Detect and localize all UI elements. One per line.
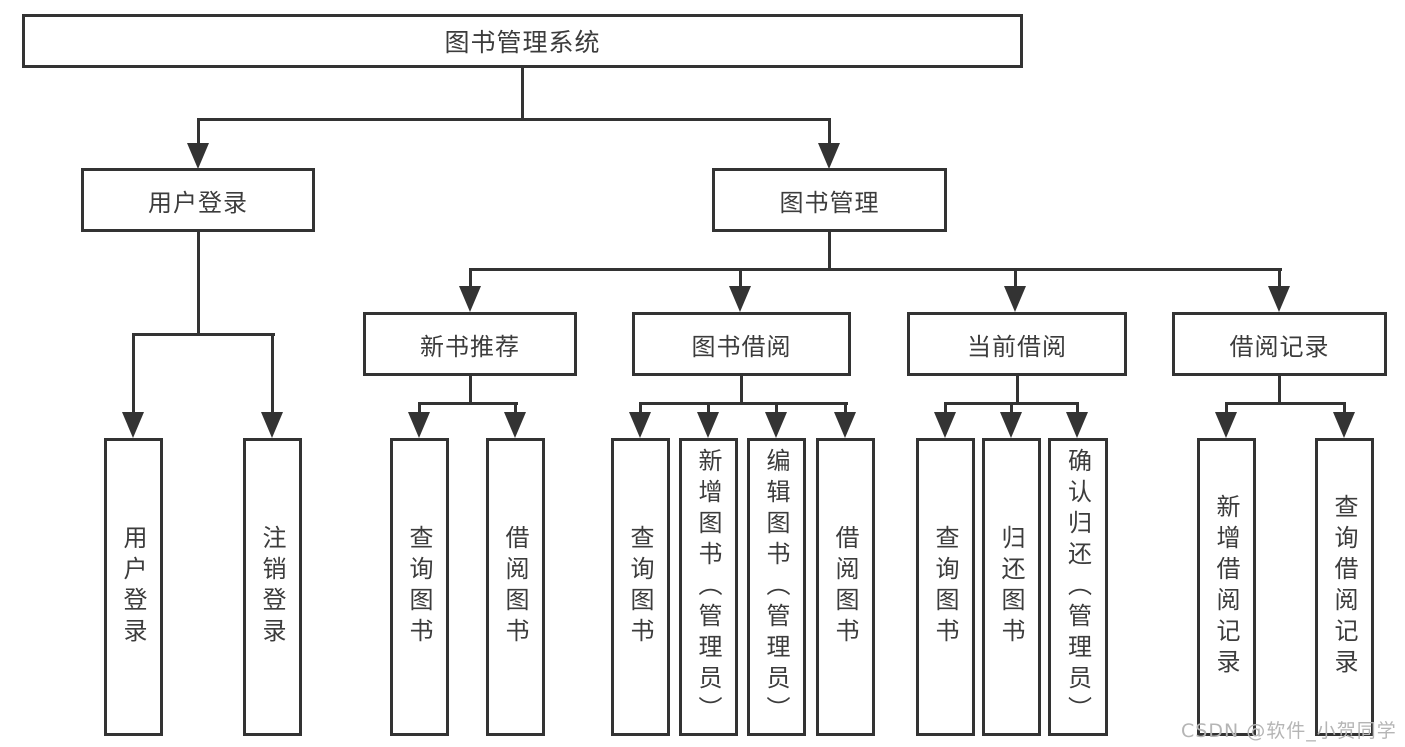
connector-line bbox=[639, 405, 642, 414]
leaf-label: 注销登录 bbox=[258, 525, 286, 649]
connector-line bbox=[197, 232, 200, 336]
connector-line bbox=[944, 405, 947, 414]
leaf-label: 用户登录 bbox=[119, 525, 147, 649]
leaf-confirm-return-admin: 确认归还（管理员） bbox=[1048, 438, 1108, 736]
leaf-query-books-current: 查询图书 bbox=[916, 438, 975, 736]
connector-line bbox=[1016, 376, 1019, 404]
leaf-add-borrowing-record: 新增借阅记录 bbox=[1197, 438, 1256, 736]
connector-line bbox=[639, 402, 848, 405]
arrowhead-icon bbox=[261, 412, 283, 438]
node-book-management: 图书管理 bbox=[712, 168, 947, 232]
connector-line bbox=[1010, 405, 1013, 414]
arrowhead-icon bbox=[1333, 412, 1355, 438]
leaf-edit-books-admin: 编辑图书（管理员） bbox=[747, 438, 806, 736]
connector-line bbox=[418, 405, 421, 414]
arrowhead-icon bbox=[1268, 286, 1290, 312]
leaf-user-login: 用户登录 bbox=[104, 438, 163, 736]
connector-line bbox=[707, 405, 710, 414]
arrowhead-icon bbox=[504, 412, 526, 438]
leaf-return-books: 归还图书 bbox=[982, 438, 1041, 736]
leaf-label: 查询图书 bbox=[405, 525, 433, 649]
connector-line bbox=[514, 405, 517, 414]
arrowhead-icon bbox=[629, 412, 651, 438]
arrowhead-icon bbox=[765, 412, 787, 438]
leaf-label: 借阅图书 bbox=[831, 525, 859, 649]
arrowhead-icon bbox=[187, 143, 209, 169]
connector-line bbox=[418, 402, 518, 405]
leaf-query-books-recommend: 查询图书 bbox=[390, 438, 449, 736]
csdn-watermark: CSDN @软件_小贺同学 bbox=[1181, 720, 1397, 742]
connector-line bbox=[740, 376, 743, 404]
connector-line bbox=[197, 121, 200, 146]
leaf-label: 查询图书 bbox=[931, 525, 959, 649]
node-borrowing-records: 借阅记录 bbox=[1172, 312, 1387, 376]
leaf-query-borrowing-record: 查询借阅记录 bbox=[1315, 438, 1374, 736]
connector-line bbox=[828, 232, 831, 270]
arrowhead-icon bbox=[459, 286, 481, 312]
connector-line bbox=[944, 402, 1079, 405]
connector-line bbox=[521, 68, 524, 120]
connector-line bbox=[469, 268, 1282, 271]
connector-line bbox=[1014, 271, 1017, 288]
connector-line bbox=[132, 336, 135, 414]
leaf-label: 确认归还（管理员） bbox=[1063, 447, 1092, 727]
leaf-borrow-books-recommend: 借阅图书 bbox=[486, 438, 545, 736]
arrowhead-icon bbox=[818, 143, 840, 169]
connector-line bbox=[1278, 376, 1281, 404]
arrowhead-icon bbox=[1066, 412, 1088, 438]
node-user-login: 用户登录 bbox=[81, 168, 315, 232]
node-book-borrowing: 图书借阅 bbox=[632, 312, 851, 376]
leaf-label: 新增借阅记录 bbox=[1212, 494, 1240, 680]
connector-line bbox=[469, 376, 472, 404]
connector-line bbox=[1225, 405, 1228, 414]
leaf-label: 借阅图书 bbox=[501, 525, 529, 649]
arrowhead-icon bbox=[1004, 286, 1026, 312]
connector-line bbox=[1076, 405, 1079, 414]
connector-line bbox=[739, 271, 742, 288]
arrowhead-icon bbox=[122, 412, 144, 438]
leaf-borrow-books: 借阅图书 bbox=[816, 438, 875, 736]
connector-line bbox=[1343, 405, 1346, 414]
leaf-label: 查询借阅记录 bbox=[1330, 494, 1358, 680]
leaf-query-books-borrowing: 查询图书 bbox=[611, 438, 670, 736]
leaf-logout: 注销登录 bbox=[243, 438, 302, 736]
connector-line bbox=[828, 121, 831, 146]
connector-line bbox=[844, 405, 847, 414]
connector-line bbox=[775, 405, 778, 414]
arrowhead-icon bbox=[729, 286, 751, 312]
leaf-label: 编辑图书（管理员） bbox=[762, 447, 790, 727]
leaf-label: 查询图书 bbox=[626, 525, 654, 649]
connector-line bbox=[469, 271, 472, 288]
leaf-label: 新增图书（管理员） bbox=[694, 447, 722, 727]
arrowhead-icon bbox=[934, 412, 956, 438]
node-root-library-management-system: 图书管理系统 bbox=[22, 14, 1023, 68]
arrowhead-icon bbox=[834, 412, 856, 438]
node-new-book-recommendation: 新书推荐 bbox=[363, 312, 577, 376]
connector-line bbox=[1278, 271, 1281, 288]
node-current-borrowing: 当前借阅 bbox=[907, 312, 1127, 376]
arrowhead-icon bbox=[1215, 412, 1237, 438]
connector-line bbox=[1225, 402, 1346, 405]
connector-line bbox=[271, 336, 274, 414]
leaf-add-books-admin: 新增图书（管理员） bbox=[679, 438, 738, 736]
connector-line bbox=[197, 118, 831, 121]
arrowhead-icon bbox=[408, 412, 430, 438]
arrowhead-icon bbox=[697, 412, 719, 438]
arrowhead-icon bbox=[1000, 412, 1022, 438]
connector-line bbox=[132, 333, 275, 336]
leaf-label: 归还图书 bbox=[997, 525, 1025, 649]
